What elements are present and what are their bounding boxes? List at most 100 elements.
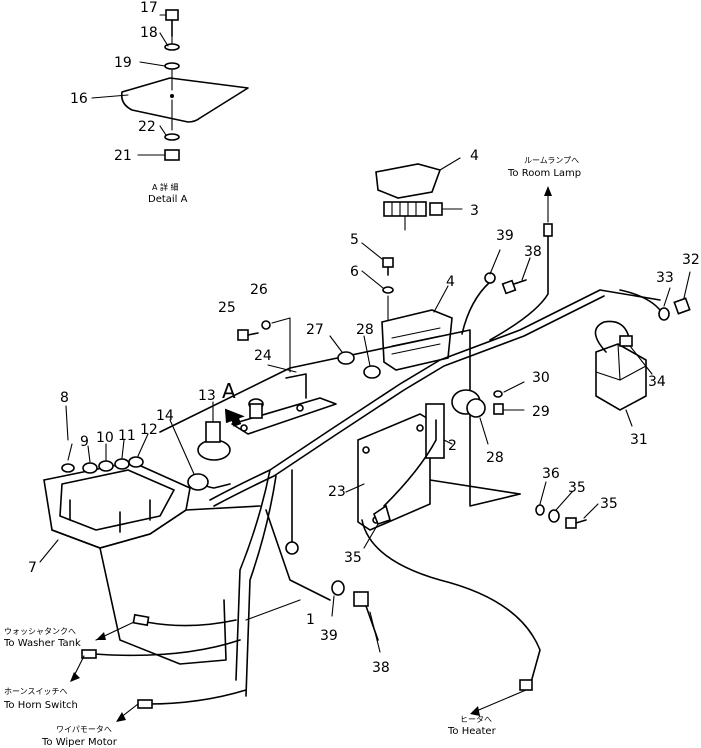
connector-horn — [81, 649, 97, 659]
ground-wire-34 — [619, 289, 661, 311]
label-25: 24 — [254, 348, 272, 364]
branch-washer — [145, 619, 237, 627]
leader-1 — [245, 599, 301, 621]
gauge-11 — [114, 458, 130, 470]
dest-heater: ヒータへ To Heater — [447, 715, 497, 737]
room-lamp-wire — [461, 186, 553, 341]
washer-6 — [382, 286, 394, 294]
label-4-cover: 4 — [470, 148, 479, 164]
label-35-right: 34 — [648, 374, 666, 390]
label-3: 3 — [470, 203, 479, 219]
label-16: 17 — [140, 0, 158, 16]
flasher-32 — [594, 320, 653, 427]
washer-24 — [535, 504, 545, 516]
washer-37 — [331, 580, 345, 596]
label-27: 26 — [250, 282, 268, 298]
label-19: 21 — [114, 148, 132, 164]
bolt-38 — [501, 279, 517, 295]
label-30: 29 — [532, 404, 550, 420]
fuse-block-4 — [381, 285, 453, 371]
room-lamp-cable — [489, 231, 549, 341]
detail-a-caption: A 詳 細 Detail A — [148, 182, 188, 205]
screw-26-washer-27 — [237, 317, 291, 373]
heater-connector — [519, 679, 533, 691]
dest-washer-tank: ウォッシャタンクへ To Washer Tank — [3, 621, 135, 649]
key-switch-13 — [169, 401, 231, 491]
label-28-a: 27 — [306, 322, 324, 338]
bolt-33-washer-34 — [619, 271, 691, 321]
label-10: 10 — [96, 430, 114, 446]
label-37: 39 — [320, 628, 338, 644]
label-2: 2 — [448, 438, 457, 454]
label-23: 35 — [568, 480, 586, 496]
label-31: 30 — [532, 370, 550, 386]
room-lamp-en: To Room Lamp — [507, 168, 581, 179]
flasher-32-body — [595, 343, 647, 411]
ground-terminal-lower — [285, 541, 299, 555]
part-labels: 17 18 19 16 22 21 4 3 5 6 4 39 38 32 33 … — [28, 0, 700, 676]
label-14: 14 — [156, 408, 174, 424]
label-8: 8 — [60, 390, 69, 406]
detail-a-caption-en: Detail A — [148, 194, 188, 205]
label-32: 31 — [630, 432, 648, 448]
label-22: 35 — [600, 496, 618, 512]
label-21: 23 — [328, 484, 346, 500]
washer-tank-jp: ウォッシャタンクへ — [4, 627, 76, 636]
washer-34 — [658, 307, 670, 321]
label-11: 11 — [118, 428, 136, 444]
panel-side-edge — [469, 349, 521, 507]
label-36: 38 — [372, 660, 390, 676]
panel-body — [51, 529, 227, 665]
branch-wiper — [147, 689, 247, 705]
harness-main-run — [209, 289, 661, 501]
relay-28-a — [337, 351, 355, 365]
bolt-22-washers-23-24 — [429, 479, 599, 529]
pilot-lamp — [248, 398, 264, 419]
room-lamp-jp: ルームランプへ — [524, 156, 579, 165]
ground-wire-39 — [461, 281, 491, 335]
bracket-21 — [345, 403, 453, 549]
heater-cable — [361, 519, 541, 687]
label-38: 38 — [524, 244, 542, 260]
fuse-block-body — [381, 309, 453, 371]
mount-line — [429, 479, 521, 495]
label-13: 13 — [198, 388, 216, 404]
connector-washer — [132, 613, 150, 627]
horn-switch-jp: ホーンスイッチへ — [4, 687, 67, 696]
dest-room-lamp: ルームランプへ To Room Lamp — [507, 156, 581, 179]
washer-31 — [493, 390, 503, 398]
panel-lower-edge — [99, 505, 261, 549]
panel-top-edge — [159, 329, 471, 433]
washer-23 — [548, 509, 560, 523]
branch-horn — [93, 639, 241, 657]
ground-terminal-mid — [373, 504, 391, 525]
bolt-36 — [353, 591, 369, 607]
label-18: 19 — [114, 55, 132, 71]
label-7: 7 — [28, 560, 37, 576]
console-panel — [159, 329, 521, 507]
bolt-22 — [565, 517, 577, 529]
screw-5 — [382, 257, 394, 268]
panel-ribs — [69, 499, 151, 533]
screw-26 — [237, 329, 249, 341]
label-24: 36 — [542, 466, 560, 482]
relay-2 — [425, 403, 445, 459]
washer-tank-en: To Washer Tank — [3, 638, 81, 649]
key-switch-key — [205, 421, 221, 443]
label-6: 6 — [350, 264, 359, 280]
label-29: 28 — [486, 450, 504, 466]
detail-a-marker: A — [222, 379, 245, 427]
buzzer-29 — [451, 381, 525, 445]
bolt-36-washer-37 — [331, 580, 381, 653]
label-9: 9 — [80, 434, 89, 450]
bracket-21-plate — [357, 413, 431, 531]
label-39: 39 — [496, 228, 514, 244]
fuse-single — [429, 202, 443, 216]
screw-5-washer-6 — [361, 242, 394, 321]
dest-wiper-motor: ワイパモータへ To Wiper Motor — [41, 703, 139, 748]
monitor-panel-7 — [39, 405, 261, 665]
connector-wiper — [137, 699, 153, 709]
harness-branch-37 — [265, 509, 331, 601]
horn-switch-en: To Horn Switch — [3, 700, 78, 711]
